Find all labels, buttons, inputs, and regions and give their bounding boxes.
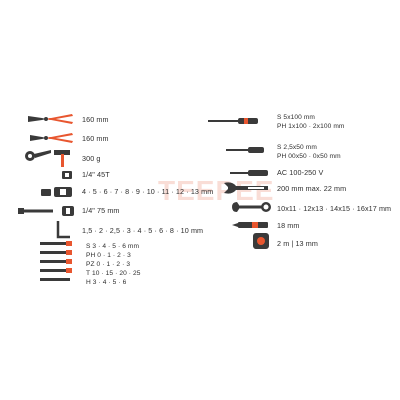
voltage-tester-icon (230, 168, 270, 178)
extension-spec-label: 1/4" 75 mm (82, 206, 120, 215)
tape-measure-icon (252, 232, 270, 250)
hex-key-icon (54, 219, 74, 241)
bit-pozidriv-label: PZ 0 · 1 · 2 · 3 (86, 261, 131, 268)
utility-knife-label: 18 mm (277, 221, 300, 230)
bit-torx-label: T 10 · 15 · 20 · 25 (86, 270, 141, 277)
ratchet-spec-label: 1/4" 45T (82, 170, 110, 179)
socket-sizes-label: 4 · 5 · 6 · 7 · 8 · 9 · 10 · 11 · 12 · 1… (82, 187, 214, 196)
combination-wrench-label: 10x11 · 12x13 · 14x15 · 16x17 mm (277, 204, 392, 213)
extension-bar-icon (18, 205, 74, 217)
side-cutter-icon (26, 131, 74, 145)
bit-phillips-label: PH 0 · 1 · 2 · 3 (86, 252, 131, 259)
hex-key-sizes-label: 1,5 · 2 · 2,5 · 3 · 4 · 5 · 6 · 8 · 10 m… (82, 226, 204, 235)
combination-wrench-icon (230, 200, 272, 214)
socket-adapter-icon (60, 170, 74, 180)
screwdriver-slotted-label: S 5x100 mm (277, 114, 316, 121)
watermark-text: TEEPEE (158, 175, 275, 206)
ratchet-icon (24, 148, 52, 164)
precision-slotted-label: S 2,5x50 mm (277, 144, 317, 151)
precision-screwdriver-icon (226, 144, 270, 158)
pliers-icon (26, 112, 74, 126)
bit-hex-label: H 3 · 4 · 5 · 6 (86, 279, 127, 286)
voltage-tester-label: AC 100-250 V (277, 168, 324, 177)
screwdriver-phillips-label: PH 1x100 · 2x100 mm (277, 123, 345, 130)
hammer-weight-label: 300 g (82, 154, 101, 163)
hammer-icon (52, 148, 76, 168)
tape-measure-label: 2 m | 13 mm (277, 239, 318, 248)
adjustable-wrench-icon (222, 180, 272, 196)
precision-phillips-label: PH 00x50 · 0x50 mm (277, 153, 341, 160)
bit-set-icon (30, 240, 80, 286)
utility-knife-icon (232, 220, 272, 230)
screwdriver-icon (208, 114, 268, 128)
bit-slotted-label: S 3 · 4 · 5 · 6 mm (86, 243, 140, 250)
side-cutter-size-label: 160 mm (82, 134, 109, 143)
adjustable-wrench-label: 200 mm max. 22 mm (277, 184, 347, 193)
pliers-size-label: 160 mm (82, 115, 109, 124)
socket-icon (40, 186, 74, 198)
